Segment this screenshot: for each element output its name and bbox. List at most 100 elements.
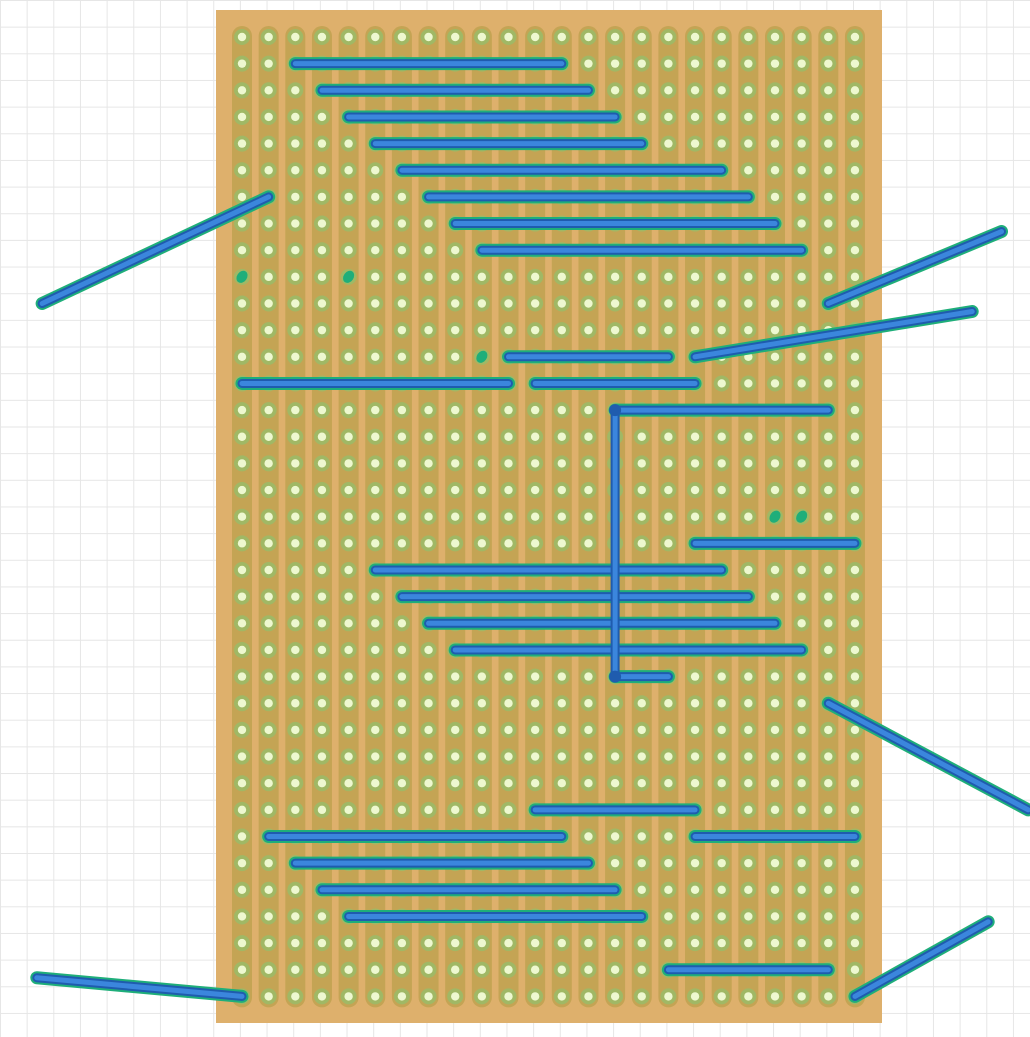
pad-hole xyxy=(264,565,273,575)
pad-hole xyxy=(530,779,540,788)
pad-hole xyxy=(610,86,620,95)
pad-hole xyxy=(664,299,673,308)
pad-hole xyxy=(610,699,620,708)
pad-hole xyxy=(744,86,753,95)
pad-hole xyxy=(344,805,353,815)
pad-hole xyxy=(504,699,513,708)
pad-hole xyxy=(664,858,673,868)
pad-hole xyxy=(451,272,460,282)
pad-hole xyxy=(291,912,300,921)
pad-hole xyxy=(237,166,247,175)
pad-hole xyxy=(477,699,487,708)
off-board-lead xyxy=(821,225,1009,310)
pad-hole xyxy=(637,699,646,708)
pad-hole xyxy=(317,645,327,655)
pad-hole xyxy=(690,432,700,441)
off-board-lead xyxy=(821,696,1030,817)
pad-hole xyxy=(637,512,646,521)
pad-hole xyxy=(797,299,806,308)
pad-hole xyxy=(237,139,247,148)
pad-hole xyxy=(317,539,327,548)
pad-hole xyxy=(770,432,780,441)
pad-hole xyxy=(317,139,327,148)
pad-markers xyxy=(236,270,808,523)
pad-hole xyxy=(264,485,273,495)
pad-hole xyxy=(530,512,540,521)
pad-hole xyxy=(850,779,860,788)
pad-hole xyxy=(690,485,700,495)
pad-hole xyxy=(744,379,753,388)
pad-hole xyxy=(371,32,380,42)
pad-hole xyxy=(371,699,380,708)
pad-hole xyxy=(451,539,460,548)
pad-hole xyxy=(717,379,726,388)
pad-hole xyxy=(424,459,433,468)
pad-hole xyxy=(291,325,300,335)
pad-hole xyxy=(664,325,673,335)
pad-hole xyxy=(664,459,673,468)
pad-hole xyxy=(451,805,460,815)
pad-hole xyxy=(344,512,353,521)
pad-hole xyxy=(344,432,353,441)
pad-hole xyxy=(584,32,593,42)
jumper-wires xyxy=(235,57,862,977)
pad-hole xyxy=(291,965,300,974)
pad-hole xyxy=(424,432,433,441)
pad-hole xyxy=(770,938,780,948)
pad-hole xyxy=(824,592,833,601)
pad-hole xyxy=(637,32,646,42)
pad-hole xyxy=(850,299,860,308)
pad-hole xyxy=(717,112,726,122)
pad-hole xyxy=(344,992,353,1001)
pad-hole xyxy=(690,59,700,68)
pad-hole xyxy=(237,938,247,948)
pad-hole xyxy=(397,32,407,42)
pad-hole xyxy=(744,565,753,575)
pad-hole xyxy=(264,219,273,228)
pad-hole xyxy=(824,725,833,735)
pad-hole xyxy=(344,246,353,255)
pad-hole xyxy=(770,912,780,921)
pad-hole xyxy=(477,325,487,335)
pad-hole xyxy=(690,699,700,708)
pad-hole xyxy=(717,432,726,441)
pad-hole xyxy=(584,725,593,735)
pad-hole xyxy=(371,512,380,521)
pad-hole xyxy=(610,59,620,68)
pad-hole xyxy=(637,725,646,735)
pad-hole xyxy=(237,885,247,894)
pad-hole xyxy=(477,672,487,681)
pad-hole xyxy=(850,619,860,628)
pad-hole xyxy=(371,192,380,202)
pad-hole xyxy=(344,672,353,681)
pad-hole xyxy=(264,965,273,974)
pad-hole xyxy=(477,299,487,308)
pad-hole xyxy=(504,965,513,974)
pad-hole xyxy=(770,752,780,761)
pad-hole xyxy=(717,32,726,42)
pad-hole xyxy=(530,272,540,282)
pad-hole xyxy=(317,432,327,441)
pad-hole xyxy=(397,619,407,628)
pad-hole xyxy=(770,192,780,202)
pad-hole xyxy=(344,325,353,335)
pad-hole xyxy=(530,325,540,335)
pad-hole xyxy=(744,459,753,468)
pad-hole xyxy=(584,405,593,415)
pad-hole xyxy=(690,992,700,1001)
pad-hole xyxy=(397,699,407,708)
pad-hole xyxy=(451,325,460,335)
pad-hole xyxy=(530,32,540,42)
pad-hole xyxy=(237,672,247,681)
pad-hole xyxy=(824,779,833,788)
pad-hole xyxy=(317,485,327,495)
pad-hole xyxy=(317,699,327,708)
pad-hole xyxy=(371,539,380,548)
pad-hole xyxy=(744,779,753,788)
pad-hole xyxy=(264,112,273,122)
pad-hole xyxy=(770,272,780,282)
pad-hole xyxy=(744,272,753,282)
pad-hole xyxy=(557,485,566,495)
pad-hole xyxy=(291,192,300,202)
pad-hole xyxy=(317,805,327,815)
